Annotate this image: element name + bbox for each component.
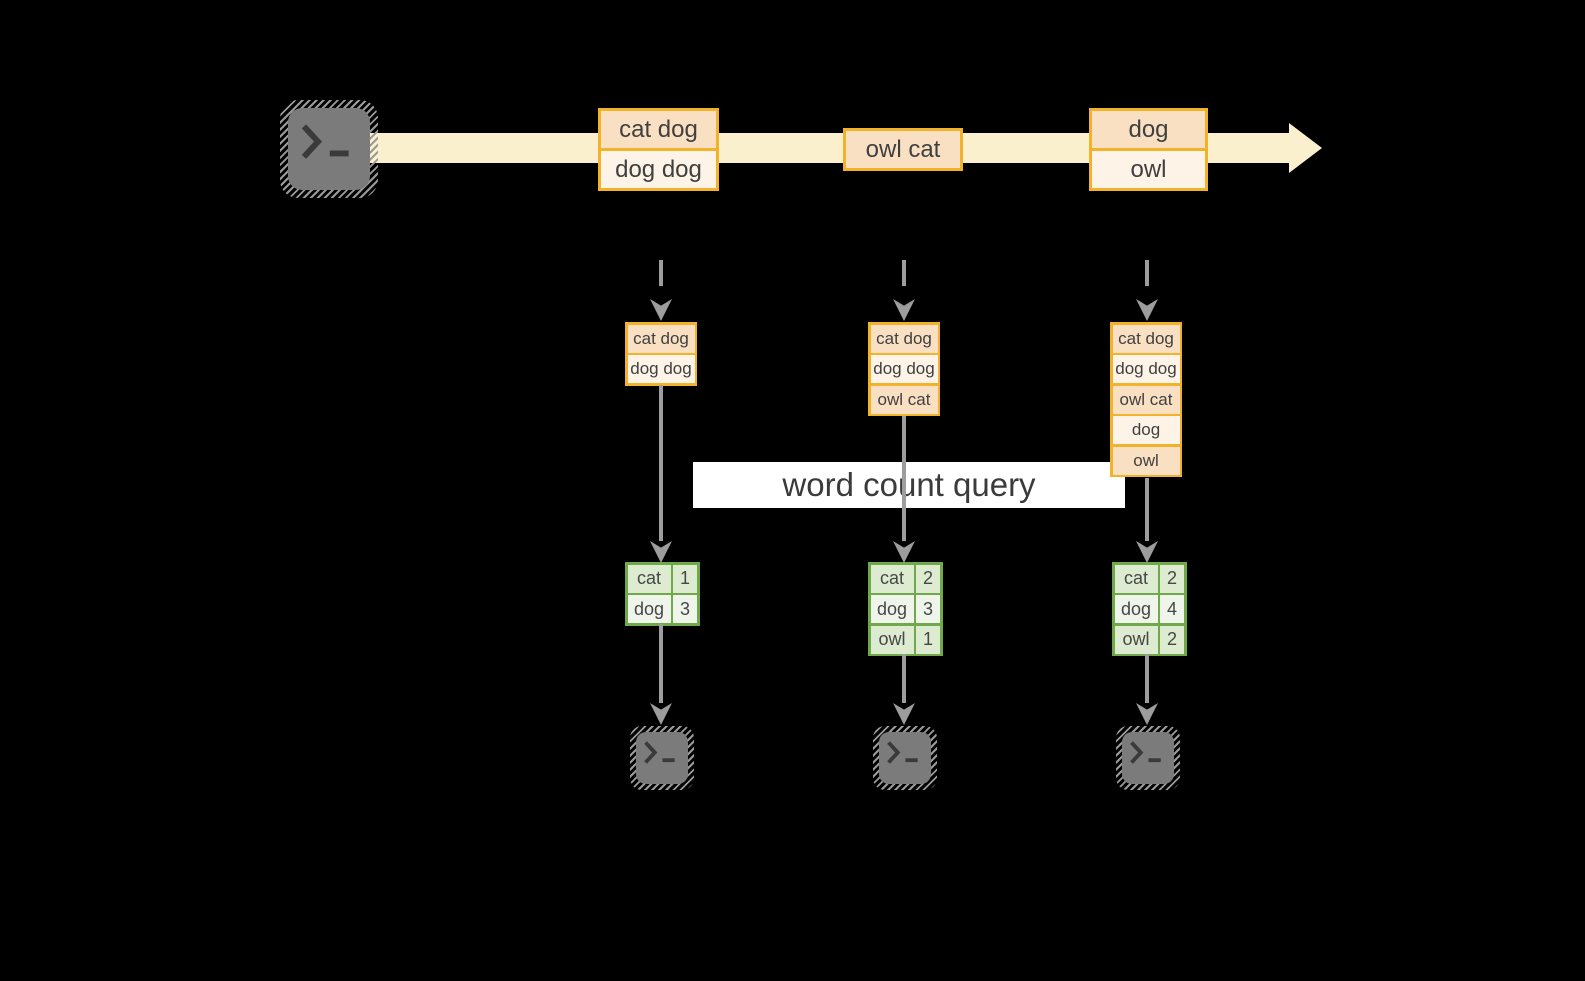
count-value: 2 bbox=[1160, 564, 1184, 593]
count-value: 2 bbox=[1160, 625, 1184, 654]
output-terminal-icon bbox=[1116, 726, 1180, 790]
buffer-record: cat dog bbox=[627, 324, 695, 353]
arrowhead-down-icon bbox=[893, 541, 915, 563]
count-word: dog bbox=[1114, 595, 1158, 623]
arrow-line bbox=[902, 654, 906, 703]
stream-event-2: owl cat bbox=[843, 128, 963, 171]
buffer-record: dog dog bbox=[870, 355, 938, 383]
output-terminal-icon bbox=[630, 726, 694, 790]
arrow-line bbox=[1145, 654, 1149, 703]
prompt-icon bbox=[886, 741, 918, 765]
buffer-stack-2: cat dog dog dog owl cat bbox=[868, 322, 940, 416]
arrowhead-down-icon bbox=[1136, 541, 1158, 563]
dashed-arrow-line bbox=[1145, 260, 1149, 294]
terminal-screen bbox=[636, 732, 688, 784]
terminal-screen bbox=[288, 108, 370, 190]
buffer-record: dog dog bbox=[627, 355, 695, 383]
count-table-1: cat 1 dog 3 bbox=[625, 562, 700, 626]
count-word: cat bbox=[1114, 564, 1158, 593]
arrowhead-down-icon bbox=[893, 299, 915, 321]
count-word: cat bbox=[870, 564, 914, 593]
event-record: dog dog bbox=[601, 151, 716, 188]
count-word: owl bbox=[870, 625, 914, 654]
query-label: word count query bbox=[693, 462, 1125, 508]
buffer-stack-3: cat dog dog dog owl cat dog owl bbox=[1110, 322, 1182, 477]
arrowhead-down-icon bbox=[1136, 703, 1158, 725]
count-value: 1 bbox=[916, 625, 940, 654]
buffer-record: cat dog bbox=[870, 324, 938, 353]
count-word: dog bbox=[870, 595, 914, 623]
terminal-screen bbox=[879, 732, 931, 784]
arrow-line bbox=[902, 416, 906, 541]
arrowhead-down-icon bbox=[650, 541, 672, 563]
count-value: 2 bbox=[916, 564, 940, 593]
dashed-arrow-line bbox=[902, 260, 906, 294]
stream-arrowhead-icon bbox=[1289, 123, 1322, 173]
arrowhead-down-icon bbox=[1136, 299, 1158, 321]
arrow-line bbox=[659, 385, 663, 541]
count-value: 4 bbox=[1160, 595, 1184, 623]
count-table-3: cat 2 dog 4 owl 2 bbox=[1112, 562, 1187, 656]
count-value: 1 bbox=[673, 564, 697, 593]
stream-event-3: dog owl bbox=[1089, 108, 1208, 191]
dashed-arrow-line bbox=[659, 260, 663, 294]
arrowhead-down-icon bbox=[650, 299, 672, 321]
count-value: 3 bbox=[673, 595, 697, 623]
output-terminal-icon bbox=[873, 726, 937, 790]
query-label-text: word count query bbox=[782, 466, 1036, 503]
count-word: cat bbox=[627, 564, 671, 593]
event-record: owl bbox=[1092, 151, 1205, 188]
event-record: owl cat bbox=[846, 131, 960, 168]
event-record: dog bbox=[1092, 111, 1205, 148]
prompt-icon bbox=[301, 123, 349, 159]
prompt-icon bbox=[1129, 741, 1161, 765]
buffer-record: owl bbox=[1112, 446, 1180, 475]
arrow-line bbox=[659, 624, 663, 703]
stream-event-1: cat dog dog dog bbox=[598, 108, 719, 191]
arrowhead-down-icon bbox=[893, 703, 915, 725]
buffer-record: dog dog bbox=[1112, 355, 1180, 383]
buffer-stack-1: cat dog dog dog bbox=[625, 322, 697, 386]
terminal-screen bbox=[1122, 732, 1174, 784]
arrowhead-down-icon bbox=[650, 703, 672, 725]
buffer-record: cat dog bbox=[1112, 324, 1180, 353]
count-word: dog bbox=[627, 595, 671, 623]
buffer-record: owl cat bbox=[1112, 385, 1180, 414]
count-table-2: cat 2 dog 3 owl 1 bbox=[868, 562, 943, 656]
prompt-icon bbox=[643, 741, 675, 765]
count-value: 3 bbox=[916, 595, 940, 623]
buffer-record: dog bbox=[1112, 416, 1180, 444]
buffer-record: owl cat bbox=[870, 385, 938, 414]
count-word: owl bbox=[1114, 625, 1158, 654]
source-terminal-icon bbox=[280, 100, 378, 198]
event-record: cat dog bbox=[601, 111, 716, 148]
arrow-line bbox=[1145, 478, 1149, 541]
